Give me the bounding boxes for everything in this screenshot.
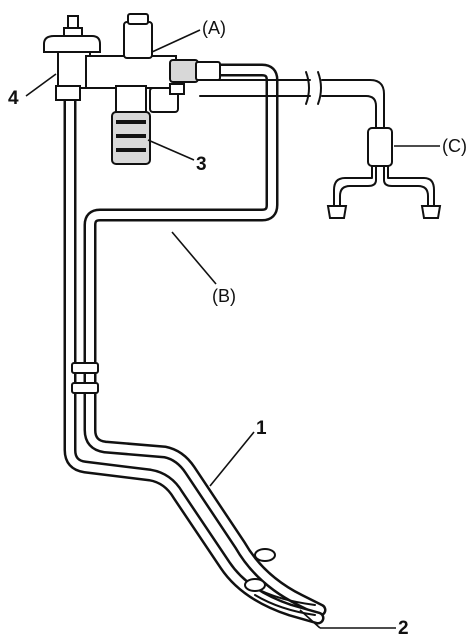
wire-harness-c — [199, 71, 442, 219]
callout-3-label: 3 — [196, 154, 207, 175]
callout-c-label: (C) — [442, 136, 467, 156]
callout-a: (A) — [151, 18, 226, 53]
callout-a-label: (A) — [202, 18, 226, 38]
callout-b-label: (B) — [212, 286, 236, 306]
callout-3: 3 — [147, 139, 207, 175]
callout-b: (B) — [171, 231, 236, 306]
solenoid-3 — [111, 83, 185, 165]
valve-body — [85, 13, 221, 89]
callout-1: 1 — [209, 418, 267, 487]
hose-clamp-upper — [71, 362, 99, 394]
hose-clamp-lower — [244, 548, 276, 592]
callout-2-label: 2 — [398, 618, 409, 639]
callout-2: 2 — [299, 609, 409, 639]
hose-b — [83, 63, 327, 617]
callout-1-label: 1 — [256, 418, 267, 439]
vacuum-valve-4 — [43, 15, 101, 101]
callout-4-label: 4 — [8, 88, 19, 109]
callout-4: 4 — [8, 73, 57, 109]
callout-c: (C) — [394, 136, 467, 156]
hose-1 — [63, 83, 325, 625]
